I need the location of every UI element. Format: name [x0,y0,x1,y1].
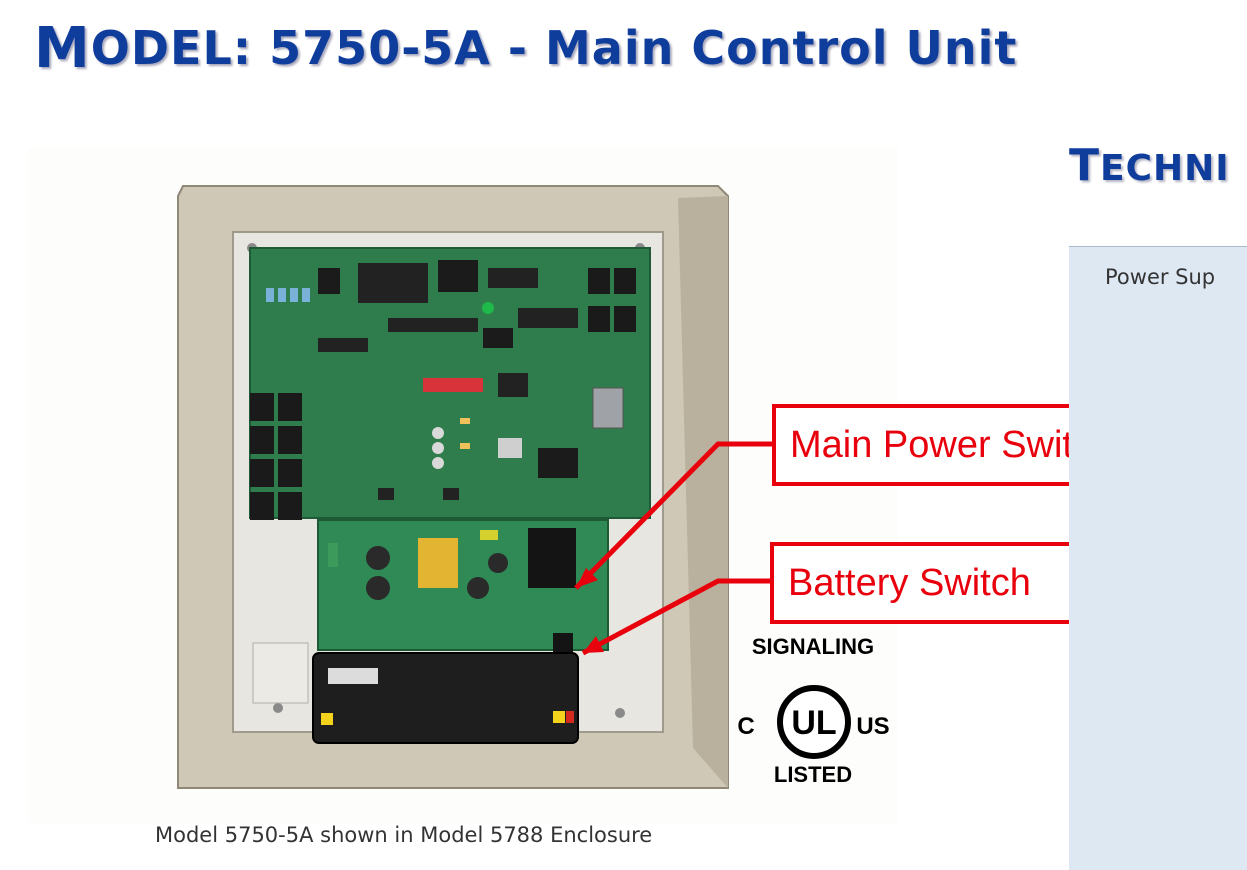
ic-chip [388,318,478,332]
ic-chip [518,308,578,328]
capacitor [366,576,390,600]
main-power-switch [528,528,576,588]
ic-chip [538,448,578,478]
battery-switch-label: Battery Switch [788,561,1031,604]
screw-icon [615,708,625,718]
title-rest: ODEL: 5750-5A - Main Control Unit [90,21,1018,75]
rj-jack [278,426,302,454]
capacitor [467,577,489,599]
led [460,443,470,449]
rj-jack [588,268,610,294]
rj-jack [614,306,636,332]
rj-jack [498,438,522,458]
dip-switch [423,378,483,392]
rj-jack [588,306,610,332]
arrowhead-icon [583,636,604,653]
battery-arrow [581,578,772,656]
led [460,418,470,424]
rj-jack [278,393,302,421]
enclosure-side-wall [678,196,728,788]
terminal-block [328,543,338,567]
id-label [252,642,309,704]
rj-jack [250,492,274,520]
transformer [418,538,458,588]
ul-logo-icon: UL C US [737,685,890,759]
ul-center-text: UL [791,704,836,742]
rj-jack [250,393,274,421]
indicator-led [482,302,494,314]
technical-heading: TECHNI [1069,140,1230,191]
main-power-switch-label: Main Power Switch [790,423,1114,466]
ul-left-letter: C [737,713,754,740]
ic-chip [318,338,368,352]
power-supply-label: Power Sup [1105,265,1216,289]
coil [432,442,444,454]
coil [432,457,444,469]
battery-terminal [553,711,565,723]
coil [432,427,444,439]
battery-label [328,668,378,684]
rj-jack [250,459,274,487]
ic-chip [498,373,528,397]
ic-chip [483,328,513,348]
title-initial: M [34,15,91,81]
battery-terminal-red [566,711,574,723]
rj-jack [250,426,274,454]
battery-terminal [321,713,333,725]
photo-caption: Model 5750-5A shown in Model 5788 Enclos… [155,823,653,847]
trimmer [278,288,286,302]
ic-chip [378,488,394,500]
rj-jack [278,492,302,520]
battery-switch [553,633,573,658]
ul-listed-mark: SIGNALING UL C US LISTED [728,634,898,789]
main-power-arrow [574,441,772,590]
trimmer [290,288,298,302]
trimmer [302,288,310,302]
enclosure-illustration [177,185,772,789]
technical-heading-initial: T [1069,140,1101,191]
battery [312,652,579,744]
technical-specs-panel: Power Sup [1069,246,1247,870]
ic-chip [443,488,459,500]
product-photo [28,148,898,823]
rj-jack [278,459,302,487]
ul-signaling-text: SIGNALING [751,634,875,659]
ul-right-text: US [856,713,889,740]
ul-listed-text: LISTED [773,762,853,787]
capacitor [488,553,508,573]
screw-icon [273,703,283,713]
ic-chip [488,268,538,288]
capacitor [366,546,390,570]
ic-chip [438,260,478,292]
arrowhead-icon [576,568,598,588]
ic-chip [358,263,428,303]
trimmer [266,288,274,302]
db9-connector [592,387,624,429]
fuse [480,530,498,540]
ic-chip [318,268,340,294]
technical-heading-rest: ECHNI [1100,148,1230,189]
rj-jack [614,268,636,294]
callout-arrows [574,441,772,656]
